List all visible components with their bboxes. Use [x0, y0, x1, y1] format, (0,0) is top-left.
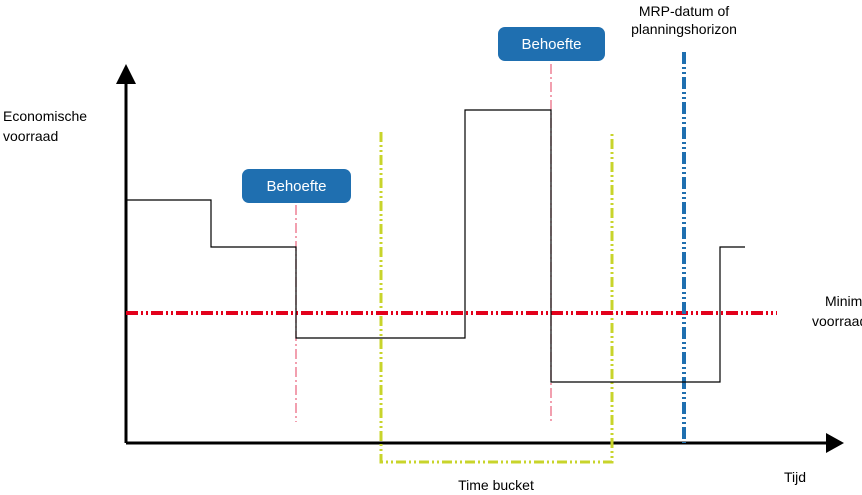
time-bucket-bracket — [379, 132, 614, 464]
demand-badge-1: Behoefte — [242, 169, 351, 203]
demand-badge-1-label: Behoefte — [266, 178, 326, 195]
mrp-label-line2: planningshorizon — [631, 21, 737, 37]
economic-stock-line — [126, 109, 745, 383]
mrp-label-line1: MRP-datum of — [639, 3, 729, 19]
y-axis-label-line1: Economische — [3, 108, 87, 124]
x-axis-label: Tijd — [784, 469, 806, 485]
minimum-stock-label-line1: Minimum — [825, 293, 862, 309]
y-axis-arrowhead — [116, 64, 136, 84]
demand-badge-2: Behoefte — [498, 27, 605, 61]
time-bucket-label: Time bucket — [458, 477, 534, 493]
minimum-stock-label-line2: voorraad — [812, 313, 862, 329]
x-axis-arrowhead — [826, 433, 844, 453]
y-axis-label-line2: voorraad — [3, 128, 58, 144]
demand-badge-2-label: Behoefte — [521, 36, 581, 53]
